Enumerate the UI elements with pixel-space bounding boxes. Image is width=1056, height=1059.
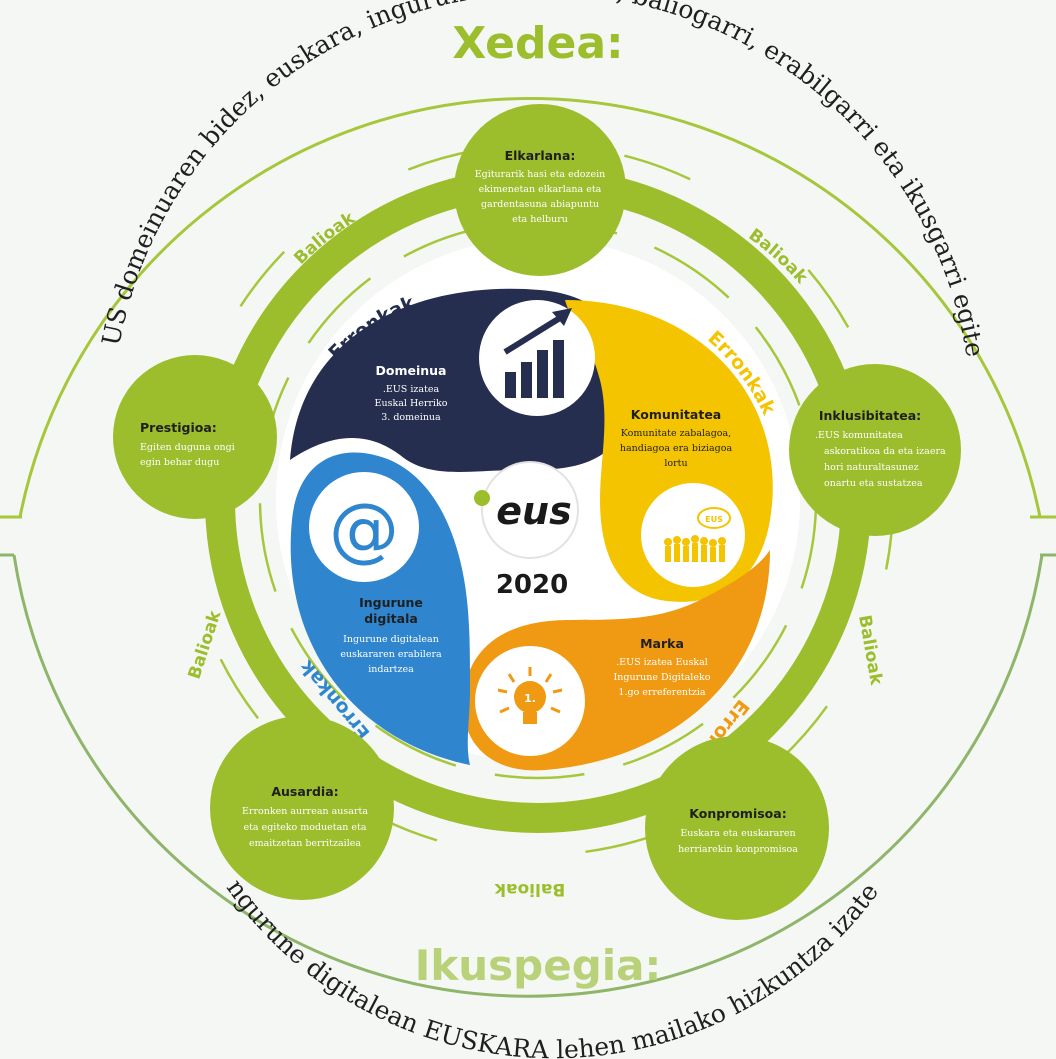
ikuspegia-title: Ikuspegia: <box>415 941 662 990</box>
konpromisoa-line-2: herriarekin konpromisoa <box>678 844 798 855</box>
svg-text:@: @ <box>329 488 399 570</box>
outer-rings <box>0 96 1056 998</box>
komunitatea-line-2: handiagoa era biziagoa <box>620 443 733 454</box>
elkarlana-line-3: gardentasuna abiapuntu <box>481 199 599 210</box>
komunitatea-line-3: lortu <box>664 458 687 469</box>
inklusibitatea-line-1: .EUS komunitatea <box>815 430 903 441</box>
ikuspegia-ring <box>12 554 1044 998</box>
year-label: 2020 <box>496 570 568 600</box>
balioak-label-5: Balioak <box>494 879 565 899</box>
marka-line-2: Ingurune Digitaleko <box>614 672 711 683</box>
value-bubbles: Elkarlana: Egiturarik hasi eta edozein e… <box>113 104 961 920</box>
inklusibitatea-line-4: onartu eta sustatzea <box>824 478 923 489</box>
prestigioa-title: Prestigioa: <box>140 420 217 435</box>
domeinua-line-1: .EUS izatea <box>383 384 440 395</box>
bulb-label: 1. <box>524 692 536 705</box>
ingurune-title-line-2: digitala <box>364 611 418 626</box>
komunitatea-title: Komunitatea <box>631 407 721 422</box>
inklusibitatea-bubble <box>789 364 961 536</box>
ausardia-bubble <box>210 716 394 900</box>
inklusibitatea-line-3: hori naturaltasunez <box>824 462 919 473</box>
domeinua-line-3: 3. domeinua <box>381 412 441 423</box>
inklusibitatea-line-2: askoratikoa da eta izaera <box>824 446 946 457</box>
domeinua-title: Domeinua <box>376 363 447 378</box>
marka-title: Marka <box>640 636 684 651</box>
prestigioa-line-2: egin behar dugu <box>140 457 219 468</box>
ausardia-line-1: Erronken aurrean ausarta <box>242 806 368 817</box>
at-sign-icon: @ <box>309 472 419 582</box>
ingurune-line-1: Ingurune digitalean <box>343 634 439 645</box>
eus-logo-text: eus <box>496 489 571 533</box>
growth-chart-icon <box>479 300 595 416</box>
eus-logo-dot <box>474 490 490 506</box>
komunitatea-line-1: Komunitate zabalagoa, <box>621 428 731 439</box>
elkarlana-title: Elkarlana: <box>505 148 576 163</box>
balioak-label-4: Balioak <box>854 614 886 688</box>
community-badge-text: EUS <box>705 515 723 524</box>
marka-line-3: 1.go erreferentzia <box>618 687 705 698</box>
eus-logo-disc <box>481 461 579 559</box>
prestigioa-bubble <box>113 355 277 519</box>
konpromisoa-line-1: Euskara eta euskararen <box>680 828 795 839</box>
community-crowd-icon: EUS <box>641 483 745 587</box>
elkarlana-line-4: eta helburu <box>512 214 568 225</box>
konpromisoa-bubble <box>645 736 829 920</box>
prestigioa-line-1: Egiten duguna ongi <box>140 442 235 453</box>
domeinua-line-2: Euskal Herriko <box>375 398 448 409</box>
marka-line-1: .EUS izatea Euskal <box>616 657 708 668</box>
xedea-title: Xedea: <box>452 18 623 69</box>
inklusibitatea-title: Inklusibitatea: <box>819 408 921 423</box>
lightbulb-icon: 1. <box>475 646 585 756</box>
elkarlana-line-1: Egiturarik hasi eta edozein <box>475 169 606 180</box>
elkarlana-bubble <box>454 104 626 276</box>
xedea-ring <box>18 96 1042 518</box>
ausardia-title: Ausardia: <box>271 784 338 799</box>
elkarlana-line-2: ekimenetan elkarlana eta <box>479 184 602 195</box>
ingurune-line-3: indartzea <box>368 664 414 675</box>
ausardia-line-2: eta egiteko moduetan eta <box>243 822 366 833</box>
ingurune-title-line-1: Ingurune <box>359 595 423 610</box>
balioak-label-3: Balioak <box>185 608 226 682</box>
konpromisoa-title: Konpromisoa: <box>689 806 786 821</box>
ausardia-line-3: emaitzetan berritzailea <box>249 838 361 849</box>
ingurune-line-2: euskararen erabilera <box>340 649 442 660</box>
